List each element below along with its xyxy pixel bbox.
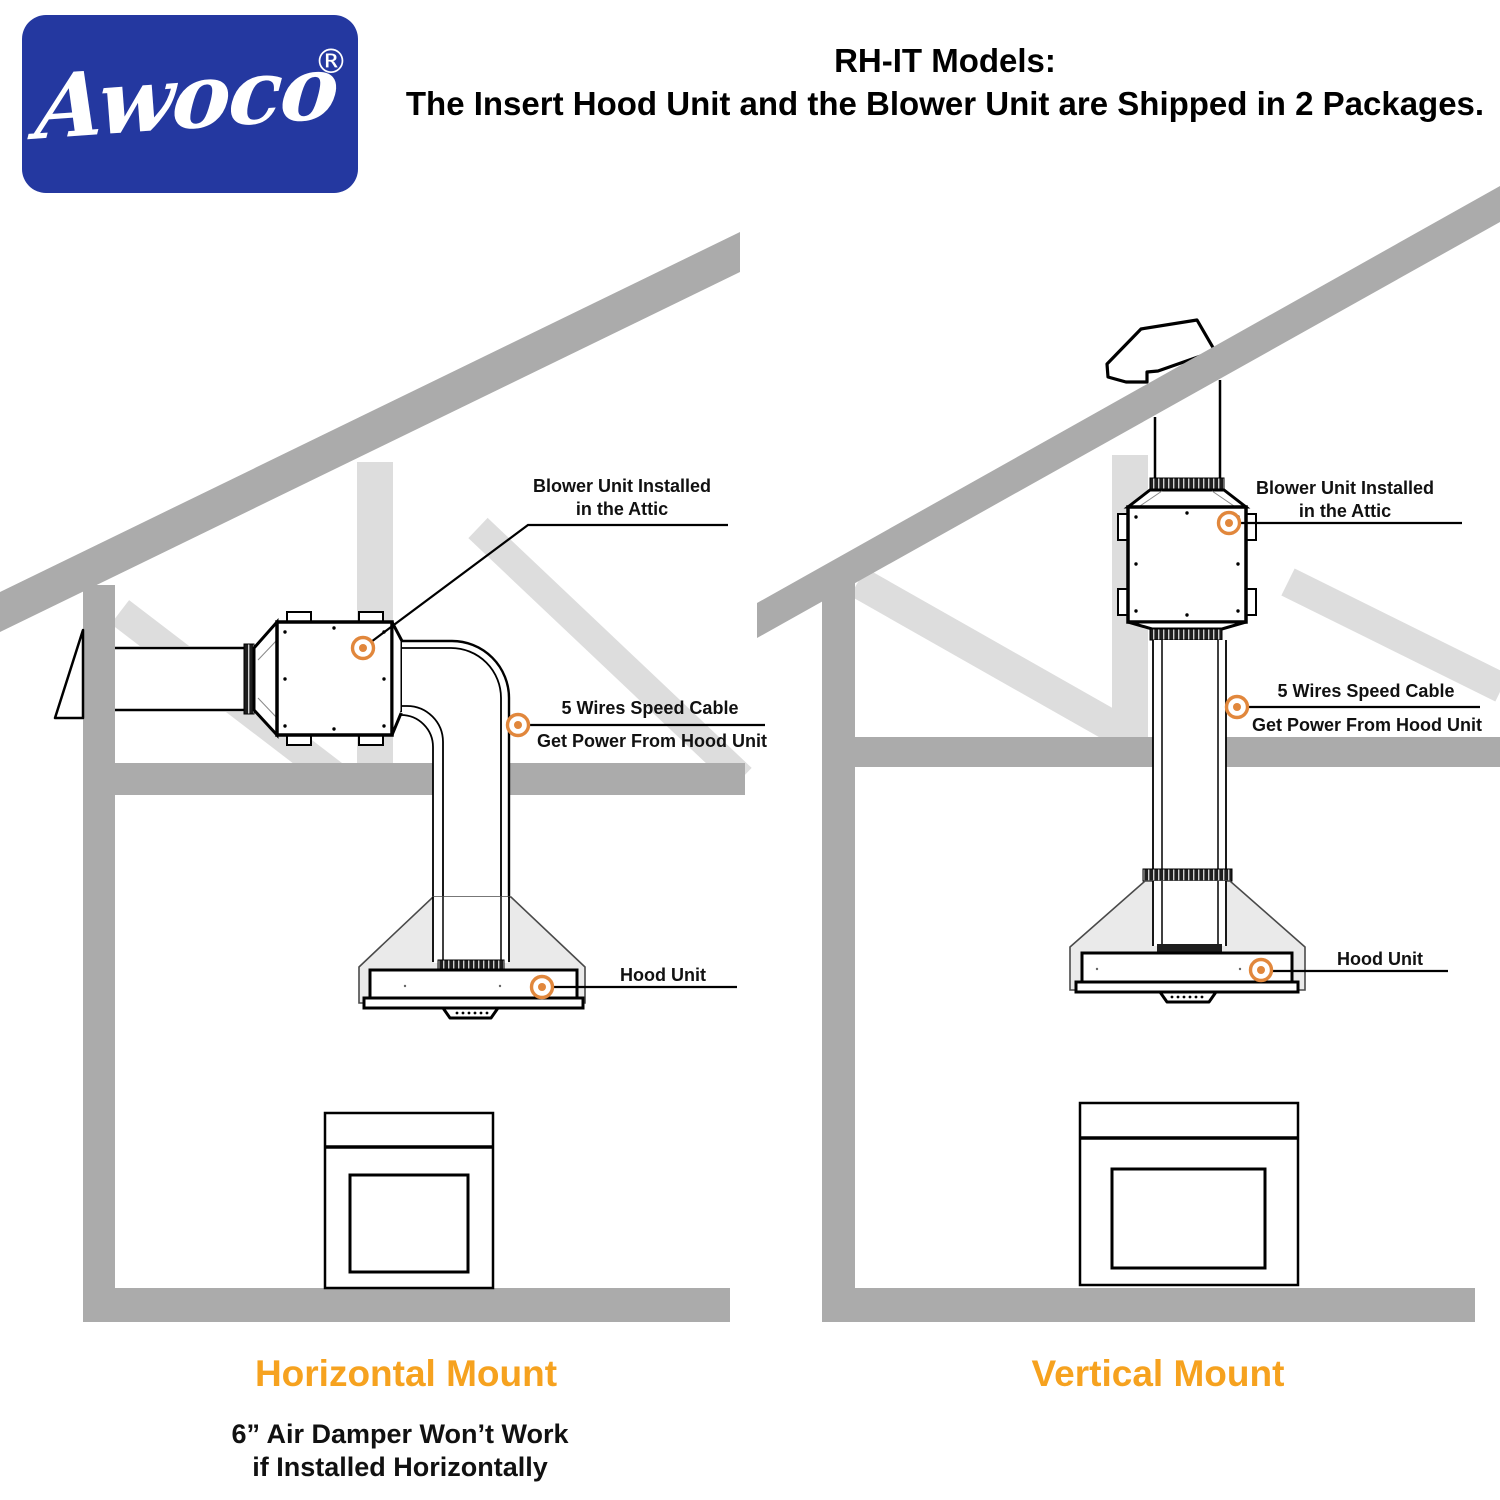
left-floor	[83, 1288, 730, 1322]
left-blower-unit	[252, 611, 404, 746]
left-oven	[323, 1111, 495, 1290]
left-wall	[83, 585, 115, 1322]
eave-vent	[53, 628, 85, 720]
registered-trademark-icon: ®	[314, 42, 348, 82]
left-ceiling	[90, 763, 745, 795]
vertical-mount-diagram: Blower Unit Installed in the Attic 5 Wir…	[757, 186, 1500, 1394]
awoco-logo: Awoco ®	[22, 15, 358, 193]
left-cable-label: 5 Wires Speed Cable	[562, 698, 739, 718]
right-roof	[757, 186, 1500, 638]
left-hood-unit	[362, 968, 585, 1020]
horizontal-mount-diagram: Blower Unit Installed in the Attic 5 Wir…	[0, 232, 767, 1482]
left-note-2: if Installed Horizontally	[252, 1452, 548, 1482]
left-caption: Horizontal Mount	[255, 1353, 557, 1394]
callout-marker-icon	[350, 635, 555, 1000]
roof-vent-cap	[1105, 318, 1217, 384]
right-hood-label: Hood Unit	[1337, 949, 1423, 969]
right-blower-label: Blower Unit Installed	[1256, 478, 1434, 498]
left-blower-label-2: in the Attic	[576, 499, 668, 519]
right-cable-label: 5 Wires Speed Cable	[1278, 681, 1455, 701]
page-title: RH-IT Models: The Insert Hood Unit and t…	[390, 40, 1500, 126]
right-wall	[822, 572, 855, 1322]
right-caption: Vertical Mount	[1032, 1353, 1285, 1394]
right-oven	[1078, 1101, 1300, 1287]
left-cable-label-2: Get Power From Hood Unit	[537, 731, 767, 751]
right-cable-label-2: Get Power From Hood Unit	[1252, 715, 1482, 735]
left-hood-label: Hood Unit	[620, 965, 706, 985]
callout-marker-icon	[1216, 510, 1274, 983]
title-model: RH-IT Models:	[834, 42, 1056, 79]
title-description: The Insert Hood Unit and the Blower Unit…	[405, 85, 1485, 122]
left-blower-label: Blower Unit Installed	[533, 476, 711, 496]
right-floor	[822, 1288, 1475, 1322]
right-blower-unit	[1117, 488, 1257, 641]
right-blower-label-2: in the Attic	[1299, 501, 1391, 521]
left-roof	[0, 232, 740, 632]
left-note-1: 6” Air Damper Won’t Work	[231, 1419, 569, 1449]
